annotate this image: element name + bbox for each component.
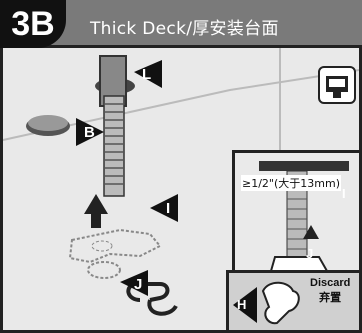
callout-H: H	[237, 297, 247, 312]
discard-label: Discard 弃置	[310, 276, 350, 306]
threaded-rod	[103, 95, 125, 197]
measure-label: ≥1/2"(大于13mm)	[241, 175, 341, 191]
faucet-icon	[318, 66, 356, 104]
discard-zh: 弃置	[319, 292, 342, 304]
mounting-bracket	[68, 228, 162, 264]
discard-box: H	[226, 270, 362, 333]
callout-J-inset: J	[306, 246, 314, 261]
callout-I-inset: I	[342, 186, 346, 201]
clip-part	[126, 282, 170, 302]
callout-I: I	[166, 200, 171, 217]
mounting-nut	[87, 261, 121, 279]
callout-H-flag	[233, 287, 257, 323]
callout-B: B	[84, 124, 95, 141]
discard-en: Discard	[310, 277, 351, 289]
up-arrow	[84, 194, 108, 228]
clip-icon	[261, 281, 300, 325]
callout-L: L	[142, 66, 152, 83]
page-title: Thick Deck/厚安装台面	[90, 19, 279, 39]
callout-J: J	[134, 276, 143, 293]
step-badge: 3B	[0, 0, 66, 48]
